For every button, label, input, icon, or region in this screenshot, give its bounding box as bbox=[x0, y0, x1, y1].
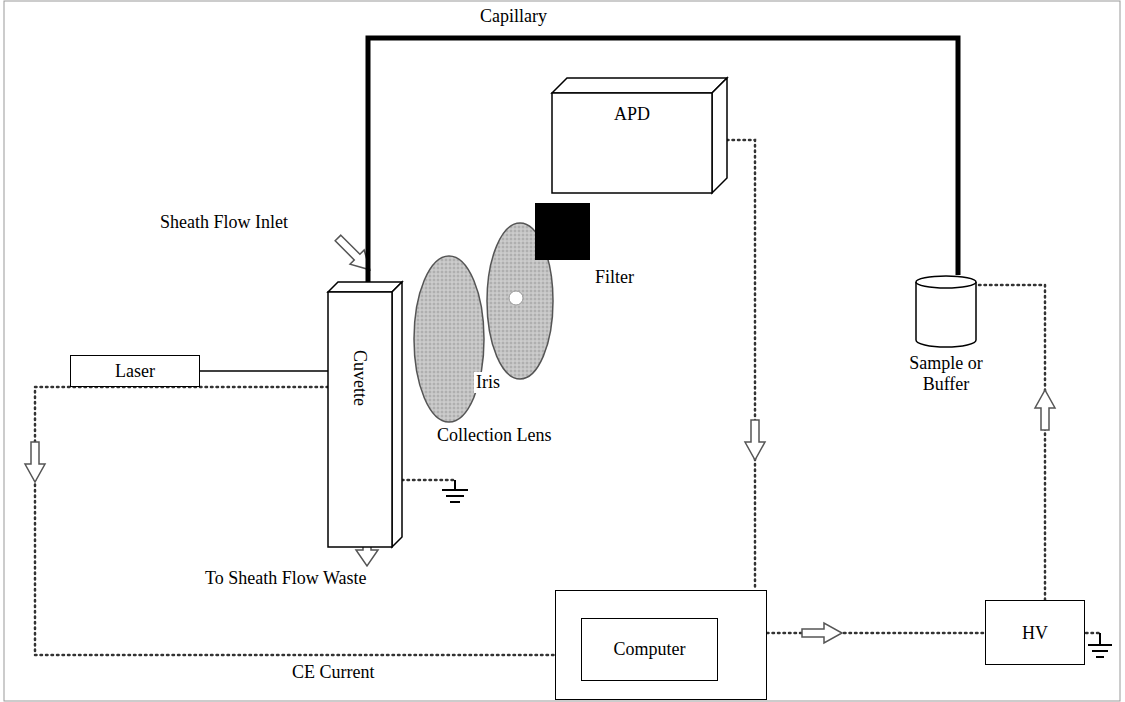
current-wire bbox=[35, 387, 555, 655]
node-label: Laser bbox=[115, 361, 155, 382]
hv-supply: HV bbox=[985, 600, 1085, 665]
arrow-head bbox=[25, 442, 45, 482]
ground-wire bbox=[1086, 632, 1100, 635]
ground-symbol bbox=[1088, 633, 1112, 657]
shape-outline bbox=[328, 282, 402, 547]
node-label: Computer bbox=[581, 618, 718, 681]
apd-detector: APD bbox=[552, 78, 727, 193]
cuvette: Cuvette bbox=[328, 282, 402, 547]
capillary bbox=[368, 38, 958, 286]
ground-symbol bbox=[442, 480, 468, 502]
collection-lens: Collection Lens bbox=[413, 255, 485, 423]
node-label: HV bbox=[1022, 622, 1048, 643]
edge-label: CE Current bbox=[290, 662, 377, 683]
shape-outline bbox=[535, 203, 590, 260]
high-voltage-wire bbox=[977, 285, 1045, 600]
filter: Filter bbox=[535, 203, 590, 260]
arrow-head bbox=[1035, 390, 1055, 430]
node-label: Collection Lens bbox=[435, 425, 553, 446]
node-label: Sample or Buffer bbox=[895, 353, 997, 394]
shape-outline bbox=[915, 275, 977, 347]
frame bbox=[4, 1, 1120, 701]
shape-outline bbox=[552, 78, 727, 193]
control-wire bbox=[767, 632, 985, 635]
arrow-head bbox=[745, 420, 765, 460]
arrow-head bbox=[802, 623, 842, 643]
signal-wire bbox=[727, 140, 755, 590]
inlet-label: Sheath Flow Inlet bbox=[160, 212, 288, 233]
laser-box: Laser bbox=[70, 355, 200, 387]
laser-beam bbox=[200, 370, 328, 372]
node-label: APD bbox=[614, 104, 650, 125]
node-label: Iris bbox=[474, 372, 502, 393]
ground-wire bbox=[402, 479, 455, 482]
sample-vial: Sample or Buffer bbox=[915, 275, 977, 347]
edge-label: Capillary bbox=[478, 6, 549, 27]
node-label: Cuvette bbox=[350, 350, 371, 406]
shape-outline bbox=[413, 255, 485, 423]
computer-box: Computer bbox=[555, 590, 767, 700]
node-label: Filter bbox=[595, 267, 634, 288]
waste-label: To Sheath Flow Waste bbox=[205, 568, 366, 589]
